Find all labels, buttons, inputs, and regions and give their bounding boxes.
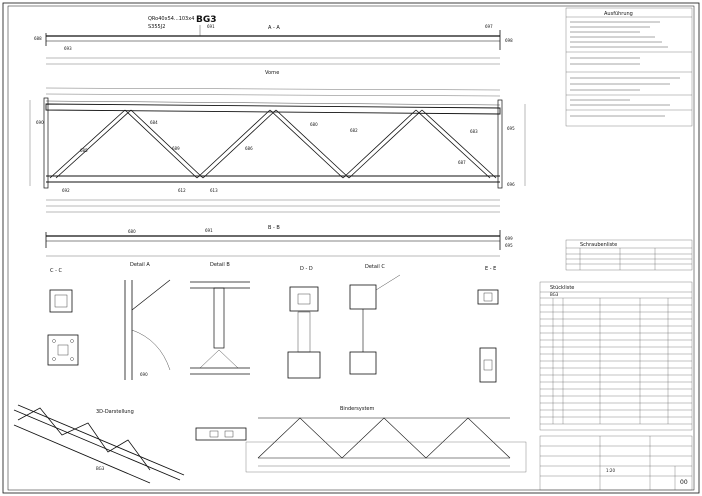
part-685-main: 685 — [80, 148, 88, 153]
part-699-bb: 699 — [505, 236, 513, 241]
part-682-main: 682 — [350, 128, 358, 133]
detail-c-title: Detail C — [365, 264, 385, 270]
bindersystem: Bindersystem — [257, 406, 511, 467]
section-aa: BG3 QRo40x54...103x4 S355J2 A - A 688 69… — [34, 15, 513, 65]
parts-list-title: Stückliste — [550, 285, 574, 291]
section-aa-title: A - A — [268, 25, 280, 31]
3d-view: 3D-Darstellung BG3 — [13, 404, 185, 484]
part-689-main: 689 — [172, 146, 180, 151]
part-691-top: 691 — [207, 24, 215, 29]
label-code: BG3 — [196, 15, 217, 25]
part-680-bb: 680 — [128, 229, 136, 234]
bolt-list-table: Schraubenliste — [565, 239, 693, 271]
part-683-main: 683 — [470, 129, 478, 134]
detail-views: C - C Detail A 690 Detail B D - D Detail… — [47, 262, 499, 383]
drawing-scale: 1:20 — [606, 468, 615, 473]
truss-elevation: Vorne 690 684 680 682 683 695 — [29, 70, 526, 213]
detail-a-title: Detail A — [130, 262, 150, 268]
part-688-top: 688 — [34, 36, 42, 41]
part-697-top: 697 — [485, 24, 493, 29]
part-698-top: 698 — [505, 38, 513, 43]
part-691-bb: 691 — [205, 228, 213, 233]
title-block: 1:20 00 — [539, 435, 693, 491]
part-613-main: 613 — [210, 188, 218, 193]
part-695-bb: 695 — [505, 243, 513, 248]
detail-b-title: Detail B — [210, 262, 230, 268]
section-bb-title: B - B — [268, 225, 280, 231]
part-690-da: 690 — [140, 372, 148, 377]
part-680-main: 680 — [310, 122, 318, 127]
small-plate-detail — [195, 427, 247, 441]
drawing-frame — [7, 5, 695, 491]
notes-panel: Ausführung — [565, 7, 693, 127]
detail-dd-title: D - D — [300, 266, 313, 272]
detail-cc-title: C - C — [50, 268, 62, 274]
part-686-main: 686 — [245, 146, 253, 151]
part-696-main: 696 — [507, 182, 515, 187]
part-692-main: 692 — [62, 188, 70, 193]
part-695-main: 695 — [507, 126, 515, 131]
part-687-main: 687 — [458, 160, 466, 165]
drawing-number: 00 — [680, 479, 688, 486]
parts-list-group: BG3 — [550, 292, 559, 297]
bolt-list-title: Schraubenliste — [580, 242, 617, 248]
steel-grade: S355J2 — [148, 24, 165, 30]
detail-ee-title: E - E — [485, 266, 496, 272]
bottom-info-strip — [245, 441, 527, 473]
view-label: Vorne — [265, 70, 279, 76]
part-684-main: 684 — [150, 120, 158, 125]
part-612-main: 612 — [178, 188, 186, 193]
profile-text: QRo40x54...103x4 — [148, 16, 194, 22]
parts-list-table: Stückliste BG3 — [539, 281, 693, 431]
section-bb: B - B 680 691 699 695 — [45, 225, 513, 257]
3d-bg3: BG3 — [96, 466, 105, 471]
3d-title: 3D-Darstellung — [96, 409, 134, 415]
bindersystem-title: Bindersystem — [340, 406, 374, 412]
notes-title: Ausführung — [604, 11, 633, 17]
part-690-main: 690 — [36, 120, 44, 125]
part-693-top: 693 — [64, 46, 72, 51]
